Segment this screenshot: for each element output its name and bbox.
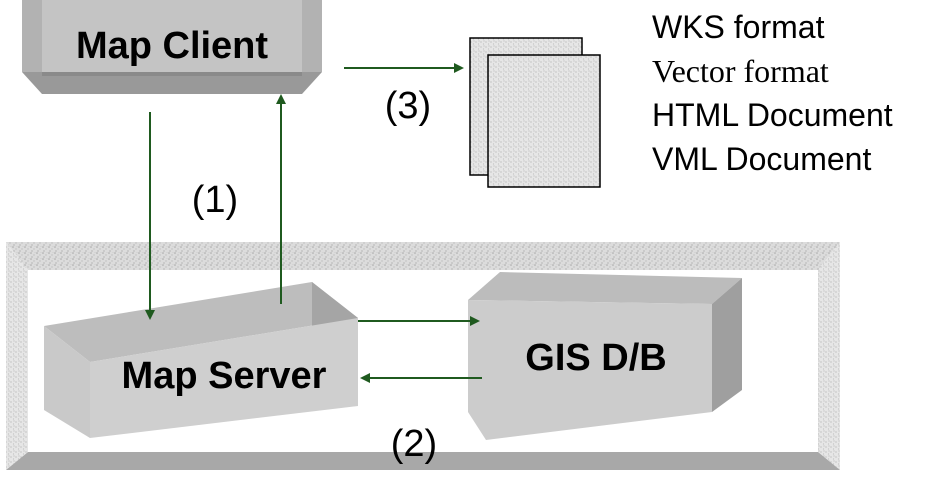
step-3-label: (3) <box>385 85 431 127</box>
step-1-label: (1) <box>192 179 238 221</box>
document-stack-icon <box>469 37 601 188</box>
map-server-label: Map Server <box>122 355 327 397</box>
map-client-box: Map Client <box>22 0 322 94</box>
step-2-label: (2) <box>391 423 437 465</box>
format-html-document: HTML Document <box>652 97 893 133</box>
output-formats-list: WKS format Vector format HTML Document V… <box>652 9 893 177</box>
format-wks: WKS format <box>652 9 825 45</box>
map-server-box: Map Server <box>44 282 358 438</box>
gis-db-box: GIS D/B <box>468 272 742 440</box>
map-client-label: Map Client <box>76 25 268 67</box>
arrows <box>145 63 482 383</box>
gis-db-label: GIS D/B <box>525 337 666 379</box>
format-vector: Vector format <box>652 53 829 89</box>
format-vml-document: VML Document <box>652 141 871 177</box>
